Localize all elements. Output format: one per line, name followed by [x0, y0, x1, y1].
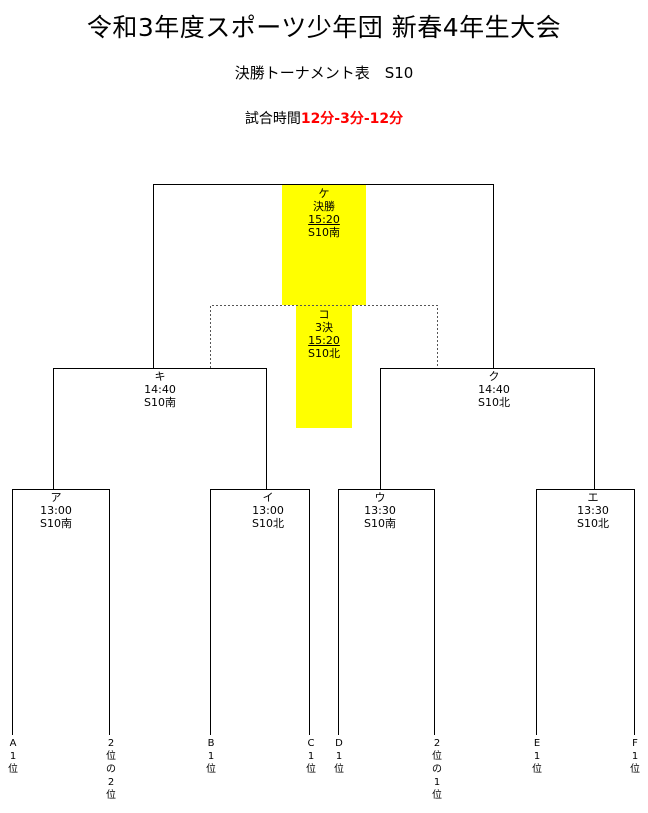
- match-i-line: [210, 489, 310, 735]
- match-i-time: 13:00: [252, 504, 284, 517]
- entrant-label: D 1 位: [332, 737, 346, 776]
- match-e-label: エ 13:30 S10北: [543, 491, 643, 530]
- match-ku-time: 14:40: [478, 383, 510, 396]
- entrant-label: F 1 位: [628, 737, 642, 776]
- match-ki-letter: キ: [154, 370, 166, 383]
- entrant-char: の: [106, 764, 116, 775]
- third-place-highlight: [296, 305, 352, 428]
- semifinal-ki-line: [53, 368, 267, 489]
- match-ku-label: ク 14:40 S10北: [444, 370, 544, 409]
- entrant-char: 1: [207, 751, 215, 762]
- final-bracket-line: [153, 184, 494, 368]
- entrant-char: 1: [433, 777, 441, 788]
- entrant-char: 位: [106, 751, 116, 762]
- match-a-time: 13:00: [40, 504, 72, 517]
- entrant-char: 位: [8, 764, 18, 775]
- match-ki-label: キ 14:40 S10南: [110, 370, 210, 409]
- third-place-bracket-line: [210, 305, 438, 368]
- match-a-line: [12, 489, 110, 735]
- entrant-char: C: [307, 738, 315, 749]
- match-ko-label: コ 3決 15:20 S10北: [282, 308, 366, 360]
- match-ke-label: ケ 決勝 15:20 S10南: [282, 187, 366, 239]
- entrant-char: 位: [206, 764, 216, 775]
- entrant-label: E 1 位: [530, 737, 544, 776]
- entrant-label: C 1 位: [304, 737, 318, 776]
- match-u-line: [338, 489, 435, 735]
- entrant-char: F: [632, 738, 638, 749]
- entrant-char: 1: [307, 751, 315, 762]
- entrant-label: B 1 位: [204, 737, 218, 776]
- match-ko-time: 15:20: [308, 334, 340, 347]
- match-time-value: 12分-3分-12分: [300, 111, 404, 127]
- match-a-label: ア 13:00 S10南: [6, 491, 106, 530]
- page-title: 令和3年度スポーツ少年団 新春4年生大会: [86, 13, 562, 42]
- entrant-char: 1: [533, 751, 541, 762]
- entrant-char: 2: [107, 738, 115, 749]
- match-i-court: S10北: [252, 517, 284, 530]
- match-ko-letter: コ: [318, 308, 330, 321]
- entrant-char: の: [432, 764, 442, 775]
- page-subtitle: 決勝トーナメント表 S10: [234, 64, 414, 82]
- match-i-label: イ 13:00 S10北: [218, 491, 318, 530]
- entrant-char: 2: [107, 777, 115, 788]
- entrant-char: B: [207, 738, 215, 749]
- match-ke-round: 決勝: [313, 200, 335, 213]
- match-u-time: 13:30: [364, 504, 396, 517]
- semifinal-ku-line: [380, 368, 595, 489]
- match-u-letter: ウ: [374, 491, 386, 504]
- entrant-char: 位: [306, 764, 316, 775]
- entrant-char: A: [9, 738, 17, 749]
- match-ko-round: 3決: [315, 321, 333, 334]
- entrant-char: 位: [432, 751, 442, 762]
- match-e-line: [536, 489, 635, 735]
- entrant-char: 位: [532, 764, 542, 775]
- match-time-rule: 試合時間12分-3分-12分: [0, 108, 648, 128]
- entrant-char: 1: [9, 751, 17, 762]
- match-u-court: S10南: [364, 517, 396, 530]
- match-ke-time: 15:20: [308, 213, 340, 226]
- match-time-label: 試合時間: [244, 111, 301, 127]
- match-i-letter: イ: [262, 491, 274, 504]
- final-highlight: [282, 184, 366, 305]
- entrant-char: 1: [631, 751, 639, 762]
- match-ki-time: 14:40: [144, 383, 176, 396]
- entrant-char: 2: [433, 738, 441, 749]
- match-ku-court: S10北: [478, 396, 510, 409]
- entrant-char: 1: [335, 751, 343, 762]
- match-e-letter: エ: [587, 491, 599, 504]
- match-e-time: 13:30: [577, 504, 609, 517]
- match-u-label: ウ 13:30 S10南: [330, 491, 430, 530]
- match-ke-court: S10南: [308, 226, 340, 239]
- match-ke-letter: ケ: [318, 187, 330, 200]
- entrant-char: D: [335, 738, 343, 749]
- entrant-char: 位: [334, 764, 344, 775]
- match-a-court: S10南: [40, 517, 72, 530]
- match-ki-court: S10南: [144, 396, 176, 409]
- match-ko-court: S10北: [308, 347, 340, 360]
- entrant-char: 位: [106, 790, 116, 801]
- match-e-court: S10北: [577, 517, 609, 530]
- match-a-letter: ア: [50, 491, 62, 504]
- match-ku-letter: ク: [488, 370, 500, 383]
- entrant-char: 位: [432, 790, 442, 801]
- entrant-char: E: [533, 738, 541, 749]
- entrant-label: A 1 位: [6, 737, 20, 776]
- entrant-char: 位: [630, 764, 640, 775]
